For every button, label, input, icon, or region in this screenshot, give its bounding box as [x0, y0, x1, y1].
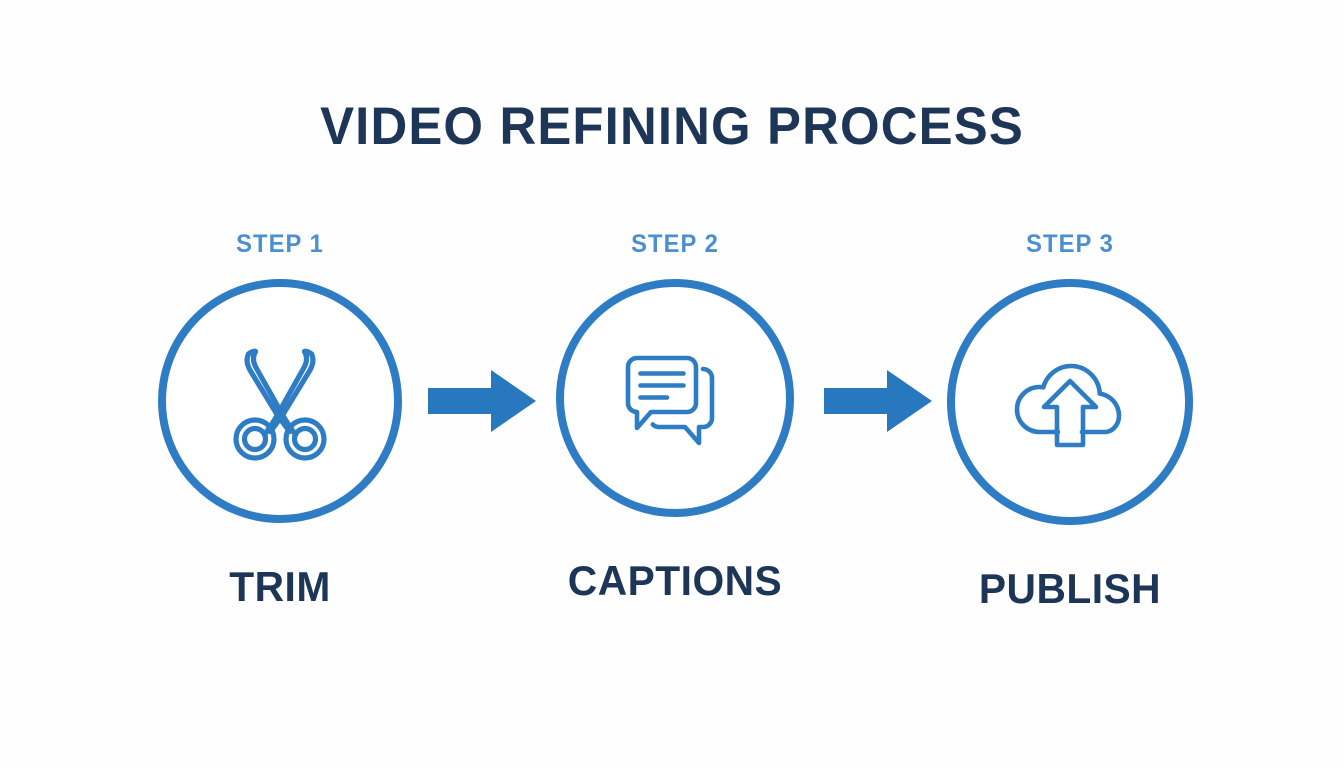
- arrow-right-2-icon: [824, 368, 932, 434]
- step-3-label: PUBLISH: [978, 565, 1162, 612]
- step-1-label: TRIM: [229, 563, 331, 610]
- step-2-circle: [556, 279, 794, 517]
- process-step-3: STEP 3 PUBLISH: [920, 230, 1220, 613]
- step-2-kicker: STEP 2: [631, 230, 719, 258]
- arrow-right-1-icon: [428, 368, 536, 434]
- cloud-upload-icon: [1008, 350, 1132, 454]
- step-3-kicker: STEP 3: [1026, 230, 1114, 258]
- step-1-kicker: STEP 1: [236, 230, 324, 258]
- speech-bubbles-icon: [615, 342, 735, 454]
- step-2-label: CAPTIONS: [567, 557, 783, 604]
- scissors-icon: [217, 338, 343, 464]
- process-step-1: STEP 1: [130, 230, 430, 611]
- page-title: VIDEO REFINING PROCESS: [320, 97, 1024, 156]
- step-3-circle: [947, 279, 1193, 525]
- step-1-circle: [158, 279, 402, 523]
- process-step-2: STEP 2 CAPTIONS: [525, 230, 825, 605]
